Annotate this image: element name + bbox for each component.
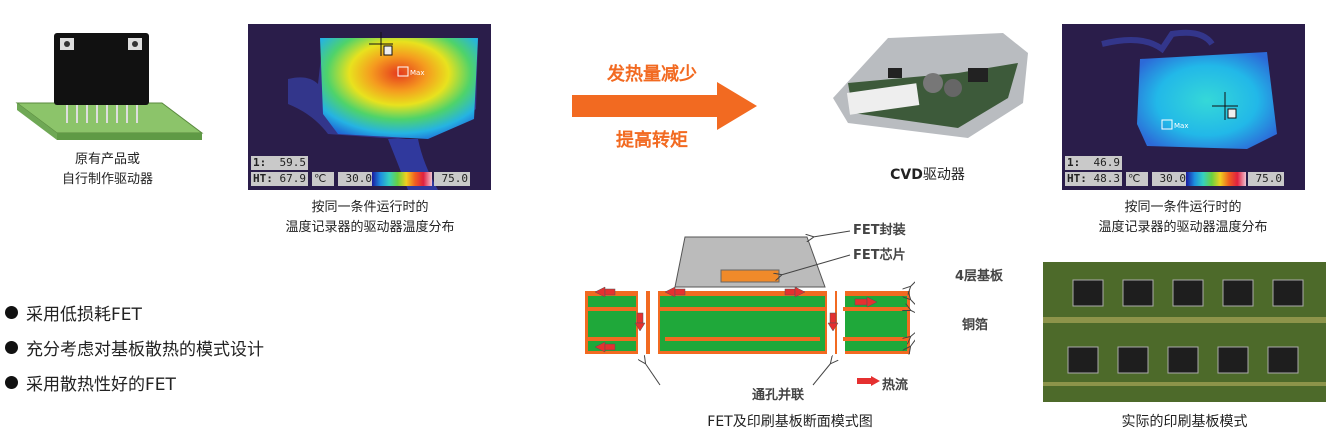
pcb-photo-caption: 实际的印刷基板模式 (1121, 414, 1248, 430)
label-fet-chip: FET芯片 (853, 248, 906, 263)
feature-text: 采用低损耗FET (26, 305, 142, 325)
caption-bold: CVD (890, 167, 923, 183)
heatmap-before: Max (288, 32, 478, 190)
unit-mode: ℃ (312, 172, 334, 186)
point-label: 1: (1067, 156, 1081, 169)
ht-label: HT: (1067, 172, 1087, 185)
bullet-icon (5, 306, 18, 319)
max-marker: Max (1174, 122, 1188, 130)
feature-text: 采用散热性好的FET (26, 375, 176, 395)
thermal-after-caption: 按同一条件运行时的 温度记录器的驱动器温度分布 (1063, 198, 1303, 238)
pcb-photo (1043, 262, 1326, 402)
caption-line: 按同一条件运行时的 (1124, 200, 1242, 215)
max-marker: Max (410, 69, 424, 77)
thermal-image-after: Max 1: 46.9 HT: 48.3 ℃ 30.0 75.0 (1062, 24, 1305, 190)
arrow-bottom-text: 提高转矩 (616, 130, 688, 151)
point-label: 1: (253, 156, 267, 169)
color-scale (1186, 172, 1246, 186)
bullet-icon (5, 341, 18, 354)
caption-line: 温度记录器的驱动器温度分布 (1098, 220, 1268, 235)
ht-value: 48.3 (1093, 172, 1121, 185)
label-heat-flow: 热流 (882, 378, 909, 393)
thermal-before-caption: 按同一条件运行时的 温度记录器的驱动器温度分布 (250, 198, 490, 238)
existing-driver-caption: 原有产品或 自行制作驱动器 (20, 150, 195, 190)
point-value: 59.5 (279, 156, 307, 169)
scale-min: 30.0 (1152, 172, 1188, 186)
feature-item: 充分考虑对基板散热的模式设计 (5, 335, 264, 360)
label-fet-package: FET封装 (853, 223, 906, 238)
heatmap-after: Max (1101, 29, 1277, 149)
cvd-driver-photo (833, 33, 1028, 138)
cvd-driver-caption: CVD驱动器 (860, 165, 995, 185)
label-parallel-vias: 通孔并联 (752, 388, 805, 403)
cross-section-caption: FET及印刷基板断面模式图 (707, 414, 873, 430)
thermal-image-before: Max 1: 59.5 HT: 67.9 ℃ 30.0 75.0 (248, 24, 491, 190)
ht-value: 67.9 (279, 172, 307, 185)
feature-item: 采用散热性好的FET (5, 370, 176, 395)
caption-line: 原有产品或 (74, 152, 140, 167)
scale-max: 75.0 (434, 172, 470, 186)
scale-min: 30.0 (338, 172, 374, 186)
point-value: 46.9 (1093, 156, 1121, 169)
feature-text: 充分考虑对基板散热的模式设计 (26, 340, 264, 360)
unit-mode: ℃ (1126, 172, 1148, 186)
caption-line: 按同一条件运行时的 (311, 200, 429, 215)
label-4-layer-board: 4层基板 (955, 269, 1004, 284)
caption-rest: 驱动器 (922, 167, 965, 183)
right-arrow-icon (572, 82, 757, 130)
bullet-icon (5, 376, 18, 389)
arrow-top-text: 发热量减少 (607, 64, 697, 85)
scale-max: 75.0 (1248, 172, 1284, 186)
caption-line: 温度记录器的驱动器温度分布 (285, 220, 455, 235)
fet-cross-section-diagram (585, 230, 915, 386)
ht-label: HT: (253, 172, 273, 185)
label-copper-foil: 铜箔 (962, 318, 989, 333)
feature-item: 采用低损耗FET (5, 300, 142, 325)
existing-driver-illustration (15, 33, 204, 140)
caption-line: 自行制作驱动器 (61, 172, 153, 187)
color-scale (372, 172, 432, 186)
improvement-arrow: 发热量减少 提高转矩 (572, 60, 757, 155)
